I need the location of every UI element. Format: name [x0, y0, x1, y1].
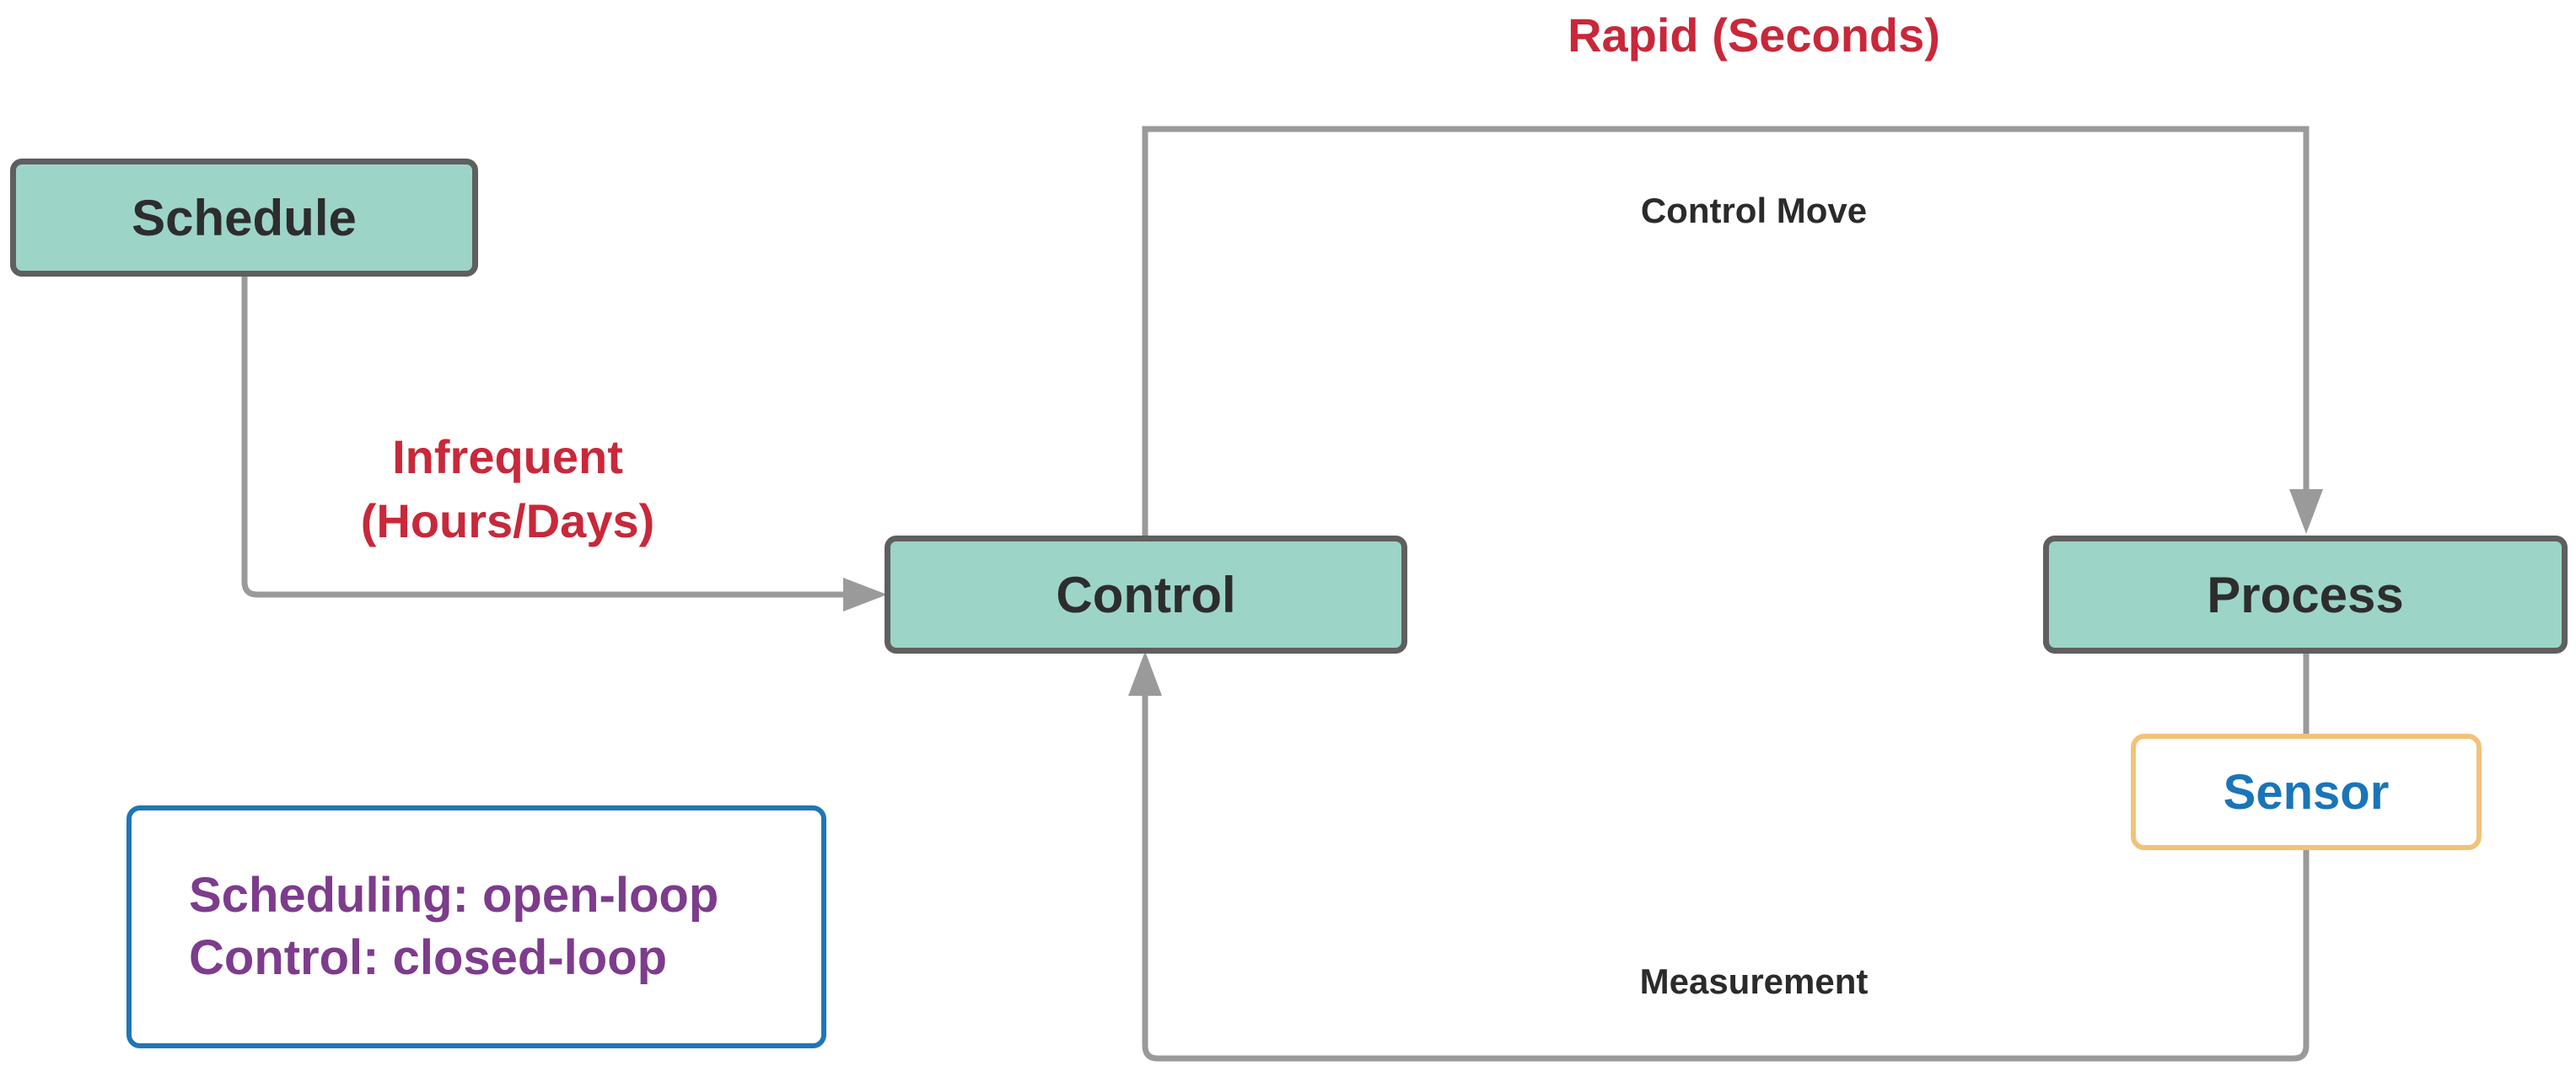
measurement-arrowhead — [1128, 651, 1162, 696]
control-move-connector — [1142, 126, 2310, 536]
schedule-to-control-arrowhead — [843, 578, 887, 611]
measurement-connector — [1142, 692, 2310, 1062]
sensor-node-label: Sensor — [2223, 764, 2390, 820]
legend-box: Scheduling: open-loop Control: closed-lo… — [126, 805, 826, 1048]
control-node-label: Control — [1056, 566, 1236, 623]
infrequent-label-line1: Infrequent — [392, 430, 623, 483]
process-node[interactable]: Process — [2043, 536, 2568, 654]
schedule-node[interactable]: Schedule — [10, 159, 478, 277]
legend-scheduling-line: Scheduling: open-loop — [189, 868, 719, 923]
rapid-seconds-label: Rapid (Seconds) — [1568, 8, 1940, 62]
measurement-label: Measurement — [1639, 961, 1869, 1001]
sensor-node[interactable]: Sensor — [2131, 734, 2482, 850]
control-move-label: Control Move — [1640, 191, 1868, 230]
infrequent-label-line2: (Hours/Days) — [360, 494, 655, 547]
control-node[interactable]: Control — [885, 536, 1407, 654]
schedule-node-label: Schedule — [132, 189, 357, 246]
schedule-to-control-connector — [241, 277, 852, 598]
process-node-label: Process — [2207, 566, 2404, 623]
legend-control-line: Control: closed-loop — [189, 930, 668, 985]
control-move-arrowhead — [2289, 489, 2323, 534]
infrequent-label: Infrequent (Hours/Days) — [255, 425, 761, 553]
